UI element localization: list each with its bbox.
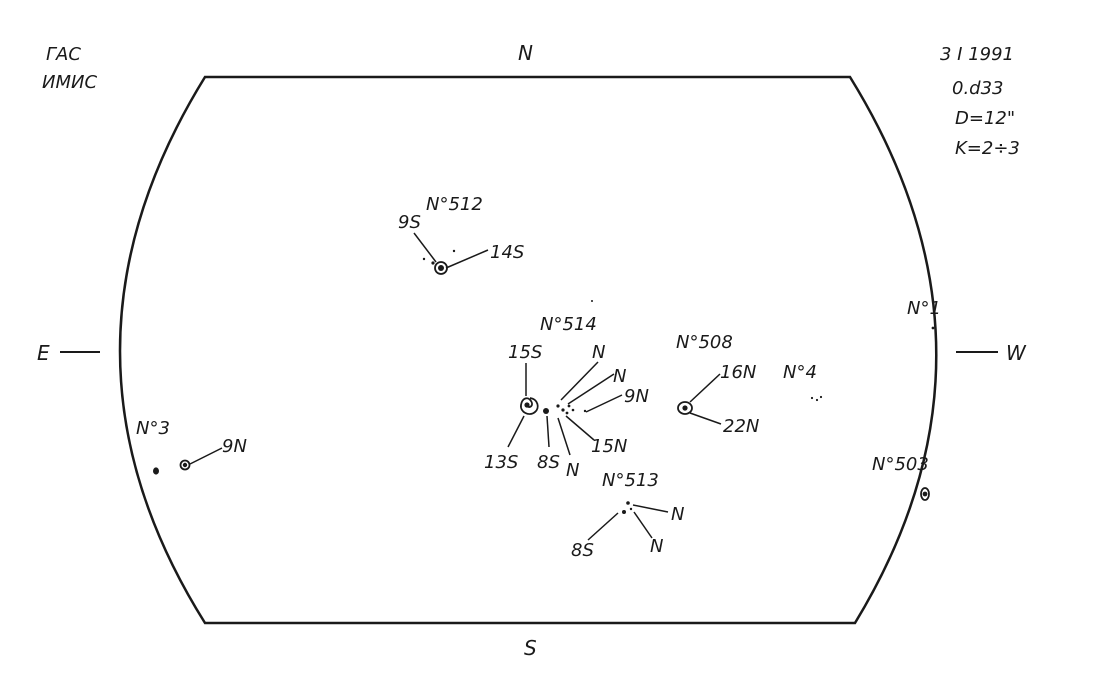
region-512: N°512 9S 14S (398, 194, 524, 275)
region-508-label-22n: 22N (723, 416, 759, 437)
region-514-name: N°514 (540, 314, 597, 335)
region-503: N°503 (872, 454, 930, 501)
sunspot (153, 467, 159, 475)
west-label: W (1006, 341, 1027, 365)
region-514-label-8s: 8S (537, 452, 560, 473)
observation-date: 3 I 1991 (940, 44, 1014, 65)
region-513-label-n2: N (650, 536, 663, 557)
north-label: N (518, 41, 533, 65)
region-512-label-9s: 9S (398, 212, 421, 233)
region-512-label-14s: 14S (490, 242, 524, 263)
sunspot (920, 487, 930, 501)
region-508: N°508 16N 22N (676, 332, 759, 437)
region-503-name: N°503 (872, 454, 929, 475)
region-514-label-n3: N (566, 460, 579, 481)
region-3-label-9n: 9N (222, 436, 247, 457)
region-514: N°514 15S N N 9N 13S 8S N 15N (484, 300, 649, 481)
region-514-label-15s: 15S (508, 342, 542, 363)
sunspot (677, 401, 693, 415)
region-4-name: N°4 (783, 362, 817, 383)
sunspot (434, 261, 448, 275)
east-label: E (37, 341, 50, 365)
region-4: N°4 (783, 362, 823, 402)
disk-outline (118, 75, 938, 625)
south-label: S (524, 636, 537, 660)
observation-index: K=2÷3 (955, 138, 1020, 159)
region-514-label-13s: 13S (484, 452, 518, 473)
region-1: N°1 (907, 298, 941, 330)
observation-time: 0.d33 (952, 78, 1004, 99)
sunspot (520, 397, 539, 415)
region-513: N°513 N N 8S (571, 470, 684, 561)
region-513-name: N°513 (602, 470, 659, 491)
region-3: N°3 9N (136, 418, 247, 475)
region-514-label-n1: N (592, 342, 605, 363)
observatory-line2: ИМИС (42, 72, 97, 93)
region-1-name: N°1 (907, 298, 941, 319)
observatory-line1: ГАС (46, 44, 81, 65)
region-508-label-16n: 16N (720, 362, 756, 383)
observation-diameter: D=12" (955, 108, 1015, 129)
sunspot (179, 459, 191, 471)
region-513-label-8s: 8S (571, 540, 594, 561)
region-514-label-n2: N (613, 366, 626, 387)
region-3-name: N°3 (136, 418, 170, 439)
region-514-label-15n: 15N (591, 436, 627, 457)
region-513-label-n1: N (671, 504, 684, 525)
region-508-name: N°508 (676, 332, 733, 353)
region-512-name: N°512 (426, 194, 483, 215)
region-514-label-9n: 9N (624, 386, 649, 407)
